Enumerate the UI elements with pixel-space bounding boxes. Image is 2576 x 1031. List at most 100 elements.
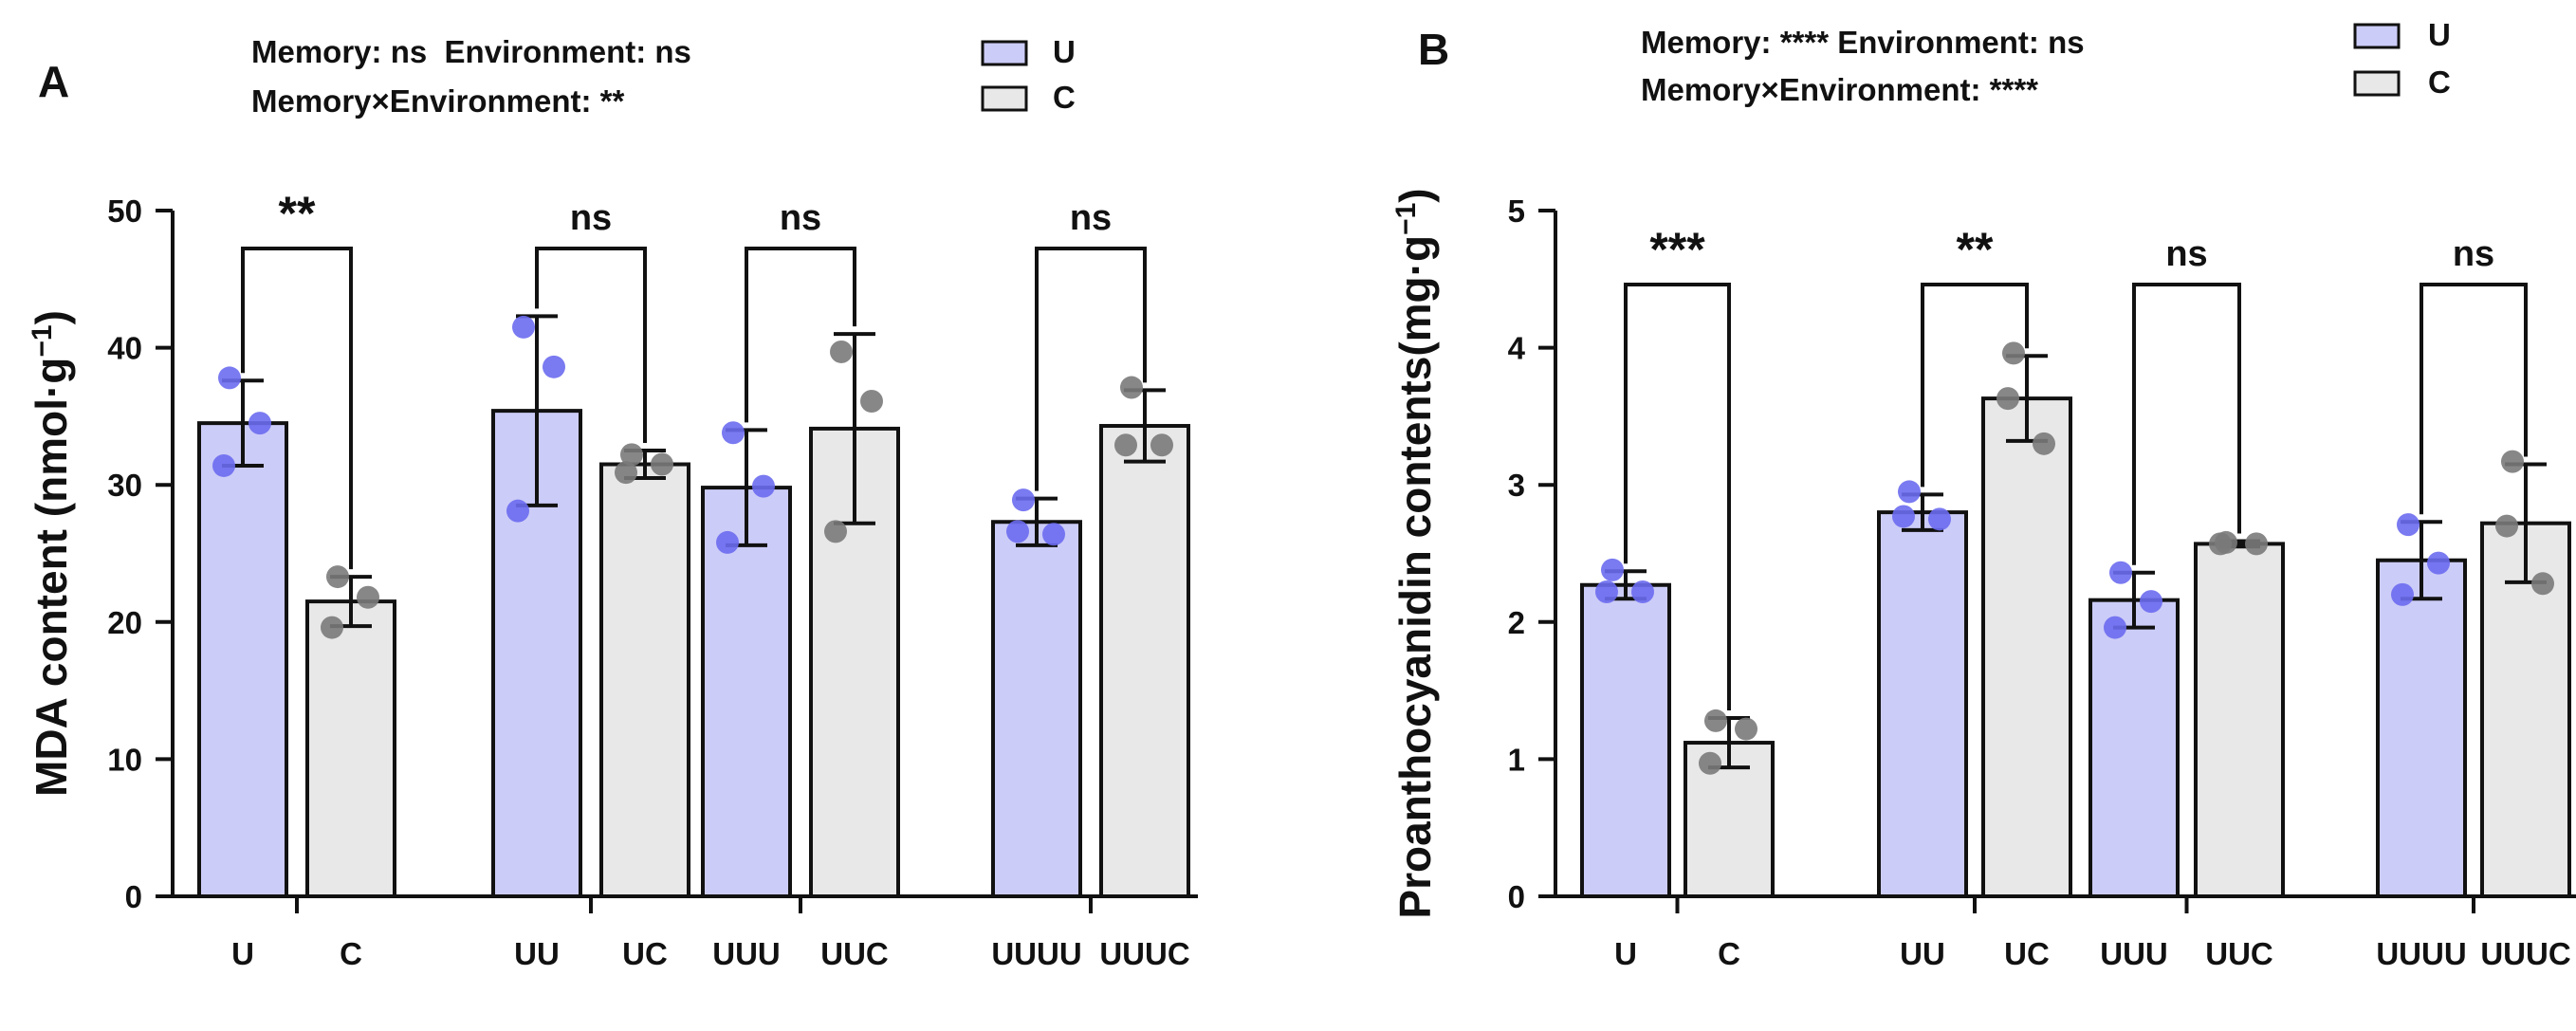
chart-1-category-label: C <box>1718 936 1740 971</box>
chart-0-data-point <box>212 453 235 477</box>
chart-1-data-point <box>2140 590 2162 614</box>
chart-0-y-axis-title: MDA content (nmol·g−1) <box>27 310 77 797</box>
chart-1-significance-bracket <box>1921 283 2029 488</box>
chart-0-significance-bracket <box>745 247 856 423</box>
chart-1-data-point <box>2391 582 2414 606</box>
chart-0-bar <box>991 520 1082 898</box>
chart-1-bar <box>2376 558 2467 898</box>
chart-1-data-point <box>1631 580 1654 603</box>
chart-0-data-point <box>506 499 529 523</box>
chart-0-y-tick-label: 50 <box>107 193 142 229</box>
chart-1-y-tick-label: 1 <box>1508 742 1525 777</box>
chart-0-data-point <box>716 530 739 554</box>
panel-b-header: B Memory: **** Environment: ns Memory×En… <box>1418 17 2451 107</box>
chart-1-data-point <box>1699 751 1721 775</box>
chart-1-bar <box>2088 598 2180 898</box>
chart-0-significance-bracket <box>1035 247 1147 491</box>
chart-0-category-label: UC <box>622 936 668 971</box>
chart-0-data-point <box>326 565 349 589</box>
chart-1-bar <box>1981 396 2072 898</box>
chart-1-data-point <box>2245 532 2268 556</box>
chart-0-category-label: UUUC <box>1099 936 1189 971</box>
chart-0-data-point <box>1114 433 1137 457</box>
chart-1-data-point <box>2397 513 2420 537</box>
chart-0-y-tick-label: 10 <box>107 742 142 777</box>
chart-0-significance-label: ** <box>279 187 316 240</box>
panel-b-legend-label-u: U <box>2428 17 2451 52</box>
chart-1-category-label: UUUC <box>2480 936 2570 971</box>
chart-proanthocyanidin: 0 1 2 3 4 5 Proanthocyanidin contents(mg·g−1) U… <box>1390 188 2576 971</box>
chart-0-data-point <box>1042 523 1065 546</box>
panel-b-legend-swatch-c <box>2353 70 2401 97</box>
panel-a-stats-line2: Memory×Environment: ** <box>251 83 624 119</box>
chart-0-data-point <box>357 585 379 609</box>
chart-0-y-tick-label: 0 <box>125 879 142 914</box>
chart-0-data-point <box>218 366 241 390</box>
chart-1-data-point <box>2209 532 2232 556</box>
chart-0-data-point <box>651 452 673 476</box>
chart-0-category-label: C <box>340 936 362 971</box>
chart-1-category-label: UU <box>1900 936 1945 971</box>
chart-1-y-tick-label: 2 <box>1508 605 1525 640</box>
panel-a-header: A Memory: ns Environment: ns Memory×Envi… <box>38 34 1076 119</box>
chart-0-data-point <box>512 315 535 339</box>
chart-0-data-point <box>1012 488 1035 512</box>
chart-1-significance-bracket <box>2132 283 2241 565</box>
chart-0-bar <box>599 462 690 898</box>
chart-0-bar <box>305 599 396 898</box>
chart-1-data-point <box>1928 507 1951 531</box>
chart-1-bar <box>1877 510 1968 898</box>
chart-0-data-point <box>1150 433 1173 457</box>
chart-0-significance-label: ns <box>1070 198 1112 238</box>
chart-0-data-point <box>543 355 565 378</box>
chart-0-significance-bracket <box>241 247 353 570</box>
chart-1-y-tick-label: 3 <box>1508 468 1525 503</box>
chart-1-significance-label: *** <box>1649 223 1705 276</box>
chart-1-y-tick-label: 5 <box>1508 193 1525 229</box>
chart-0-data-point <box>860 389 883 413</box>
chart-0-data-point <box>722 421 745 445</box>
chart-1-data-point <box>1892 505 1915 528</box>
chart-0-data-point <box>615 461 637 485</box>
chart-1-significance-label: ns <box>2165 234 2207 274</box>
chart-0-data-point <box>830 340 853 363</box>
chart-1-category-label: UUC <box>2205 936 2273 971</box>
panel-b-stats-line2: Memory×Environment: **** <box>1641 72 2038 107</box>
chart-0-category-label: UUC <box>820 936 889 971</box>
panel-a-legend-swatch-c <box>981 85 1028 112</box>
chart-1-significance-bracket <box>1624 283 1731 711</box>
chart-1-data-point <box>1601 558 1624 581</box>
chart-0-data-point <box>1006 520 1029 543</box>
chart-0-category-label: U <box>231 936 254 971</box>
chart-0-significance-label: ns <box>570 198 612 238</box>
chart-1-y-tick-label: 4 <box>1508 331 1526 366</box>
chart-1-bar <box>2480 521 2571 898</box>
chart-1-data-point <box>2495 514 2518 538</box>
chart-0-y-tick-label: 30 <box>107 468 142 503</box>
chart-1-bar <box>1580 582 1671 898</box>
panel-a-legend-swatch-u <box>981 40 1028 66</box>
panel-a-letter: A <box>38 57 69 106</box>
chart-0-significance-bracket <box>535 247 647 444</box>
panel-a-legend-label-u: U <box>1053 34 1076 69</box>
chart-1-bar <box>2194 542 2285 898</box>
chart-0-data-point <box>752 474 775 498</box>
chart-0-bar <box>809 426 900 898</box>
panel-b-legend-label-c: C <box>2428 64 2451 100</box>
chart-1-significance-label: ** <box>1957 223 1994 276</box>
chart-1-y-axis-title: Proanthocyanidin contents(mg·g−1) <box>1390 188 1441 918</box>
chart-1-category-label: UUUU <box>2376 936 2466 971</box>
chart-0-category-label: UUUU <box>991 936 1081 971</box>
chart-0-y-tick-label: 40 <box>107 331 142 366</box>
chart-0-data-point <box>824 520 847 543</box>
chart-1-data-point <box>1996 387 2019 411</box>
chart-1-data-point <box>2104 616 2126 639</box>
panel-b-legend-swatch-u <box>2353 23 2401 49</box>
chart-1-data-point <box>1735 717 1757 741</box>
chart-1-data-point <box>1704 709 1727 732</box>
panel-b-letter: B <box>1418 25 1449 74</box>
chart-1-category-label: UUU <box>2100 936 2168 971</box>
chart-0-category-label: UU <box>514 936 560 971</box>
chart-1-significance-bracket <box>2420 283 2528 515</box>
chart-1-y-tick-label: 0 <box>1508 879 1525 914</box>
